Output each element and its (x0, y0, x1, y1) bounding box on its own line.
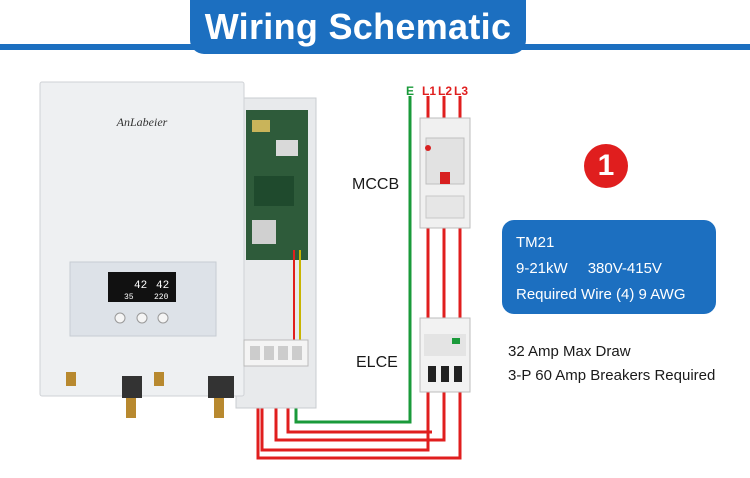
title-header: Wiring Schematic (0, 0, 750, 58)
note-max-draw: 32 Amp Max Draw (508, 343, 631, 360)
display-power: 42 (134, 280, 147, 292)
spec-power: 9-21kW (516, 260, 568, 277)
phase-label-l1: L1 (422, 84, 437, 98)
display-temp-left: 35 (124, 293, 134, 302)
spec-voltage: 380V-415V (587, 260, 662, 277)
elce-breaker (419, 317, 471, 393)
phase-label-l2: L2 (438, 84, 453, 98)
page-title: Wiring Schematic (190, 0, 526, 54)
display-power-right: 42 (156, 280, 169, 292)
phase-label-e: E (406, 84, 415, 98)
notes: 32 Amp Max Draw 3-P 60 Amp Breakers Requ… (508, 340, 715, 388)
note-breakers: 3-P 60 Amp Breakers Required (508, 367, 716, 384)
wire-l3 (256, 96, 462, 460)
spec-power-voltage-row: 9-21kW 380V-415V (516, 256, 716, 282)
mccb-label: MCCB (352, 176, 400, 193)
step-badge: 1 (584, 144, 628, 188)
elce-label: ELCE (356, 354, 398, 371)
phase-label-l3: L3 (454, 84, 469, 98)
display-temp-right: 220 (154, 293, 169, 302)
spec-wire: Required Wire (4) 9 AWG (516, 286, 686, 303)
wire-l1 (260, 96, 430, 452)
spec-model: TM21 (516, 234, 555, 251)
spec-box: TM21 9-21kW 380V-415V Required Wire (4) 9… (502, 220, 716, 314)
brand-logo: AnLabeier (116, 115, 168, 129)
heater-unit (39, 81, 309, 418)
mccb-breaker (419, 117, 471, 229)
